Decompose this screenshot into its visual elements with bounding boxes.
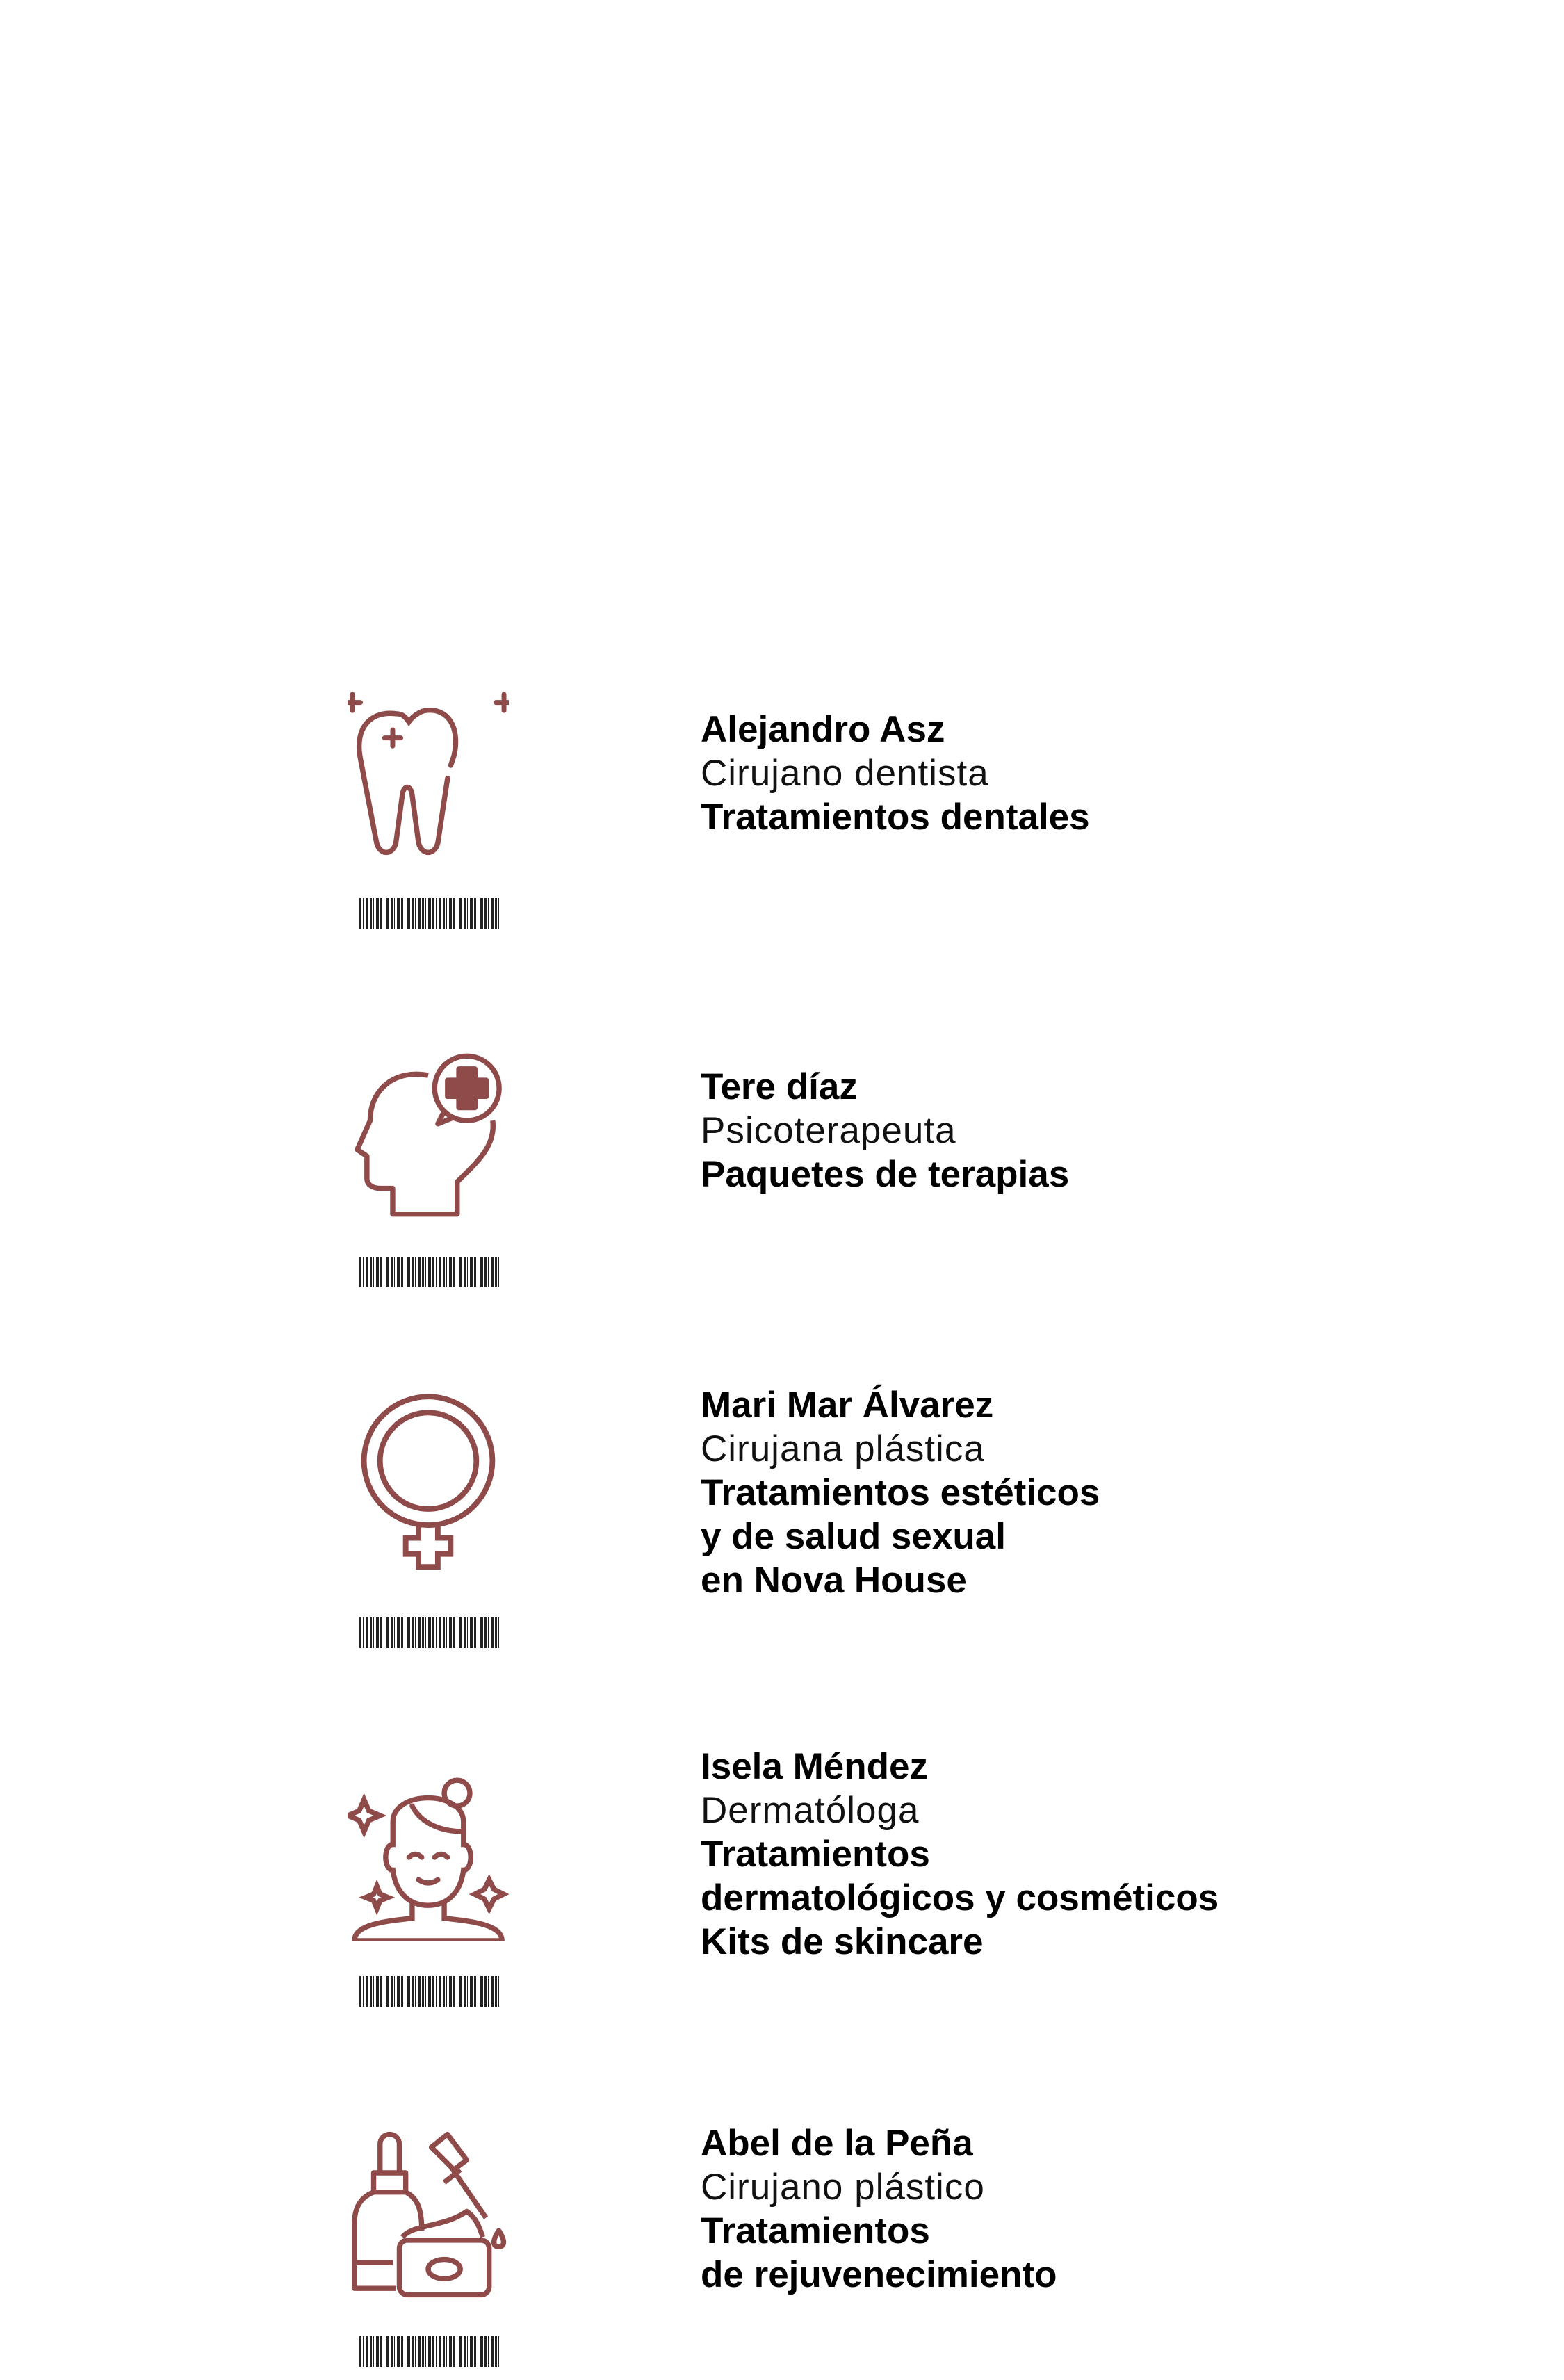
treatment-line: Tratamientos — [701, 2210, 930, 2251]
female-symbol-icon — [348, 1390, 509, 1576]
specialist-name: Abel de la Peña — [701, 2123, 973, 2164]
treatment-line: de rejuvenecimiento — [701, 2254, 1057, 2295]
specialist-entry: Isela Méndez Dermatóloga Tratamientos de… — [701, 1745, 1219, 1964]
treatment-line: Paquetes de terapias — [701, 1154, 1070, 1195]
barcode — [359, 1257, 501, 1287]
treatment-line: Kits de skincare — [701, 1921, 984, 1962]
specialist-role: Cirujano plástico — [701, 2167, 985, 2208]
treatment-line: Tratamientos estéticos — [701, 1472, 1100, 1513]
specialist-name: Isela Méndez — [701, 1746, 928, 1787]
specialist-name: Mari Mar Álvarez — [701, 1385, 994, 1426]
specialist-entry: Abel de la Peña Cirujano plástico Tratam… — [701, 2121, 1057, 2297]
specialist-name: Tere díaz — [701, 1066, 858, 1107]
specialist-role: Dermatóloga — [701, 1790, 920, 1831]
serum-cream-icon — [348, 2131, 509, 2298]
tooth-icon — [341, 692, 515, 858]
skincare-face-icon — [341, 1774, 510, 1943]
treatment-line: dermatológicos y cosméticos — [701, 1877, 1219, 1918]
specialist-role: Psicoterapeuta — [701, 1110, 956, 1151]
specialist-entry: Tere díaz Psicoterapeuta Paquetes de ter… — [701, 1065, 1069, 1196]
specialist-role: Cirujana plástica — [701, 1428, 985, 1469]
barcode — [359, 2336, 501, 2367]
barcode — [359, 1976, 501, 2007]
mental-health-icon — [348, 1046, 509, 1224]
barcode — [359, 1617, 501, 1648]
barcode — [359, 898, 501, 929]
specialist-name: Alejandro Asz — [701, 709, 945, 750]
treatment-line: Tratamientos dentales — [701, 797, 1090, 838]
specialist-role: Cirujano dentista — [701, 753, 989, 794]
treatment-line: en Nova House — [701, 1560, 967, 1601]
specialist-entry: Alejandro Asz Cirujano dentista Tratamie… — [701, 708, 1090, 839]
specialist-entry: Mari Mar Álvarez Cirujana plástica Trata… — [701, 1383, 1100, 1602]
treatment-line: y de salud sexual — [701, 1516, 1006, 1557]
treatment-line: Tratamientos — [701, 1834, 930, 1875]
